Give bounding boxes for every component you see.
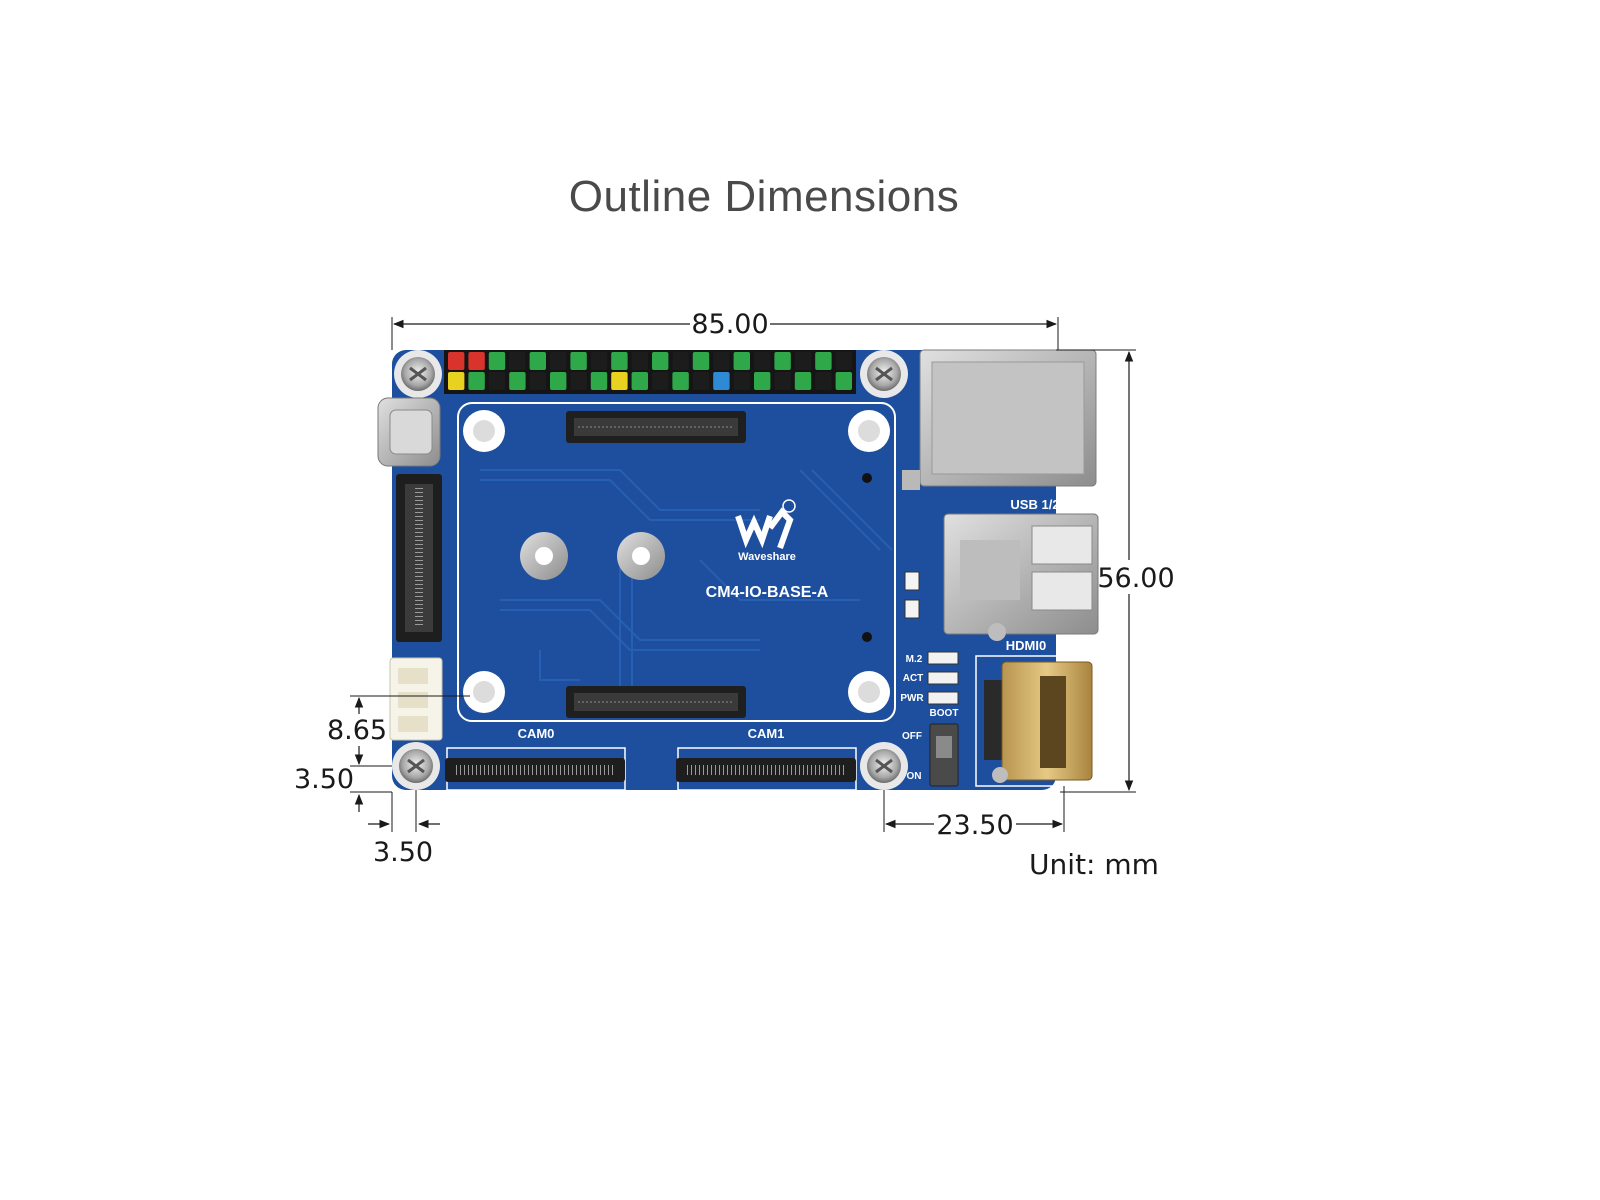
dim-hole-y-left: 8.65 bbox=[327, 715, 387, 746]
screw-top-left bbox=[394, 350, 442, 398]
gpio-header-body bbox=[444, 350, 856, 394]
gpio-pin bbox=[468, 372, 485, 390]
screw-bottom-right bbox=[860, 742, 908, 790]
model-label: CM4-IO-BASE-A bbox=[706, 584, 829, 601]
gpio-pin bbox=[570, 372, 587, 390]
cam1-label: CAM1 bbox=[748, 726, 785, 741]
gpio-pin bbox=[631, 372, 648, 390]
dim-hole-margin-bottom: 3.50 bbox=[294, 764, 354, 795]
waveshare-logo: Waveshare CM4-IO-BASE-A bbox=[706, 499, 829, 601]
cam0-label: CAM0 bbox=[518, 726, 555, 741]
usb-a-port: USB 1/2 bbox=[943, 497, 1099, 641]
gpio-pin bbox=[815, 372, 832, 390]
unit-label: Unit: mm bbox=[1029, 848, 1159, 881]
gpio-pin bbox=[590, 372, 608, 390]
usb-c-port bbox=[377, 397, 441, 467]
status-leds: M.2 ACT PWR BOOT bbox=[900, 571, 959, 719]
boot-label: BOOT bbox=[930, 708, 959, 719]
gpio-pin bbox=[672, 372, 689, 390]
cam1-connector: CAM1 bbox=[676, 726, 857, 791]
cm4-mount-holes bbox=[463, 410, 890, 713]
page-title: Outline Dimensions bbox=[568, 172, 960, 221]
gpio-pin bbox=[692, 372, 710, 390]
cm4-connector-bottom bbox=[566, 686, 746, 718]
led-pwr-label: PWR bbox=[900, 693, 924, 704]
pcb-board bbox=[392, 350, 1056, 790]
cam0-connector: CAM0 bbox=[445, 726, 626, 791]
gpio-pin bbox=[488, 372, 506, 390]
gpio-pin bbox=[754, 372, 771, 390]
dim-hole-x-right: 23.50 bbox=[936, 810, 1013, 841]
gpio-pin bbox=[611, 372, 628, 390]
gpio-pin bbox=[835, 372, 852, 390]
dim-width: 85.00 bbox=[691, 309, 768, 340]
screw-bottom-left bbox=[392, 742, 440, 790]
gpio-pin bbox=[652, 372, 669, 390]
gpio-pin bbox=[448, 372, 465, 390]
gpio-pin bbox=[468, 352, 485, 370]
brand-label: Waveshare bbox=[738, 551, 796, 563]
gpio-pin bbox=[794, 372, 812, 390]
hdmi-label: HDMI0 bbox=[1006, 638, 1046, 653]
dim-height: 56.00 bbox=[1097, 563, 1174, 594]
display-fpc-connector bbox=[396, 474, 442, 642]
gpio-pin bbox=[815, 352, 832, 370]
gpio-pin bbox=[835, 352, 852, 370]
hdmi-port: HDMI0 bbox=[975, 638, 1093, 787]
dimension-annotations: 85.00 56.00 23.50 8.65 3.50 3.50 bbox=[294, 309, 1175, 868]
switch-on-label: ON bbox=[907, 771, 922, 782]
dim-hole-margin-left: 3.50 bbox=[373, 837, 433, 868]
gpio-pin bbox=[529, 352, 546, 370]
gpio-pin bbox=[713, 372, 730, 390]
gpio-pin bbox=[529, 372, 546, 390]
gpio-pin bbox=[448, 352, 465, 370]
gpio-pin bbox=[794, 352, 812, 370]
gpio-pin bbox=[774, 352, 791, 370]
gpio-pin bbox=[733, 352, 750, 370]
gpio-pin bbox=[509, 372, 526, 390]
gpio-pin bbox=[672, 352, 689, 370]
cm4-outline bbox=[457, 402, 896, 722]
fan-connector bbox=[389, 657, 443, 741]
gpio-pin bbox=[713, 352, 730, 370]
gpio-pin bbox=[611, 352, 628, 370]
gpio-pin bbox=[774, 372, 791, 390]
gpio-pin bbox=[509, 352, 526, 370]
gpio-pin bbox=[692, 352, 710, 370]
gpio-pin bbox=[550, 372, 567, 390]
led-act-label: ACT bbox=[903, 673, 924, 684]
screw-top-right bbox=[860, 350, 908, 398]
gpio-pin bbox=[570, 352, 587, 370]
switch-off-label: OFF bbox=[902, 731, 922, 742]
gpio-pin bbox=[631, 352, 648, 370]
gpio-pin bbox=[733, 372, 750, 390]
corner-screws bbox=[392, 350, 908, 790]
gpio-pin bbox=[754, 352, 771, 370]
gpio-pin bbox=[652, 352, 669, 370]
cm4-connector-top bbox=[566, 411, 746, 443]
ethernet-port bbox=[902, 349, 1097, 490]
usb-label: USB 1/2 bbox=[1010, 497, 1059, 512]
gpio-pin bbox=[550, 352, 567, 370]
gpio-pin bbox=[488, 352, 506, 370]
boot-switch: OFF ON bbox=[902, 723, 959, 787]
gpio-pin bbox=[590, 352, 608, 370]
led-m2-label: M.2 bbox=[906, 654, 923, 665]
gpio-header bbox=[444, 350, 856, 394]
pcb-traces bbox=[480, 469, 893, 700]
